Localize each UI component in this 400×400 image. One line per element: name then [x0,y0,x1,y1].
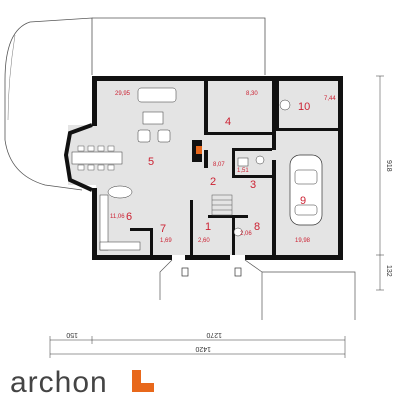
dining-table [71,145,123,171]
room-9-number: 9 [300,195,306,207]
room-5-area: 29,95 [115,91,131,97]
room-2-number: 2 [210,176,216,188]
terrace-outline-inner [92,17,266,75]
room-3-number: 3 [250,179,256,191]
room-8-area: 2,06 [240,231,252,237]
archon-logo: archon [10,366,154,399]
dim-right-upper: 918 [385,160,392,172]
room-1-number: 1 [205,221,211,233]
floor-main [96,80,274,255]
room-10-area: 7,44 [324,96,336,102]
dim-bottom-left: 150 [66,331,78,338]
entry-steps [159,259,356,320]
room-1-area: 2,60 [198,238,210,244]
room-3-area: 1,51 [237,168,249,174]
dimension-lines [49,75,384,358]
car-icon [289,154,323,226]
bathroom-fixtures [233,99,291,237]
room-9-area: 19,98 [295,238,311,244]
room-2-area: 8,07 [213,162,225,168]
room-7-number: 7 [160,223,166,235]
stairs [211,194,233,216]
brand-name: archon [10,366,108,399]
room-5-number: 5 [148,156,154,168]
dim-right-lower: 132 [385,265,392,277]
dim-bottom-mid: 1270 [206,331,222,338]
room-6-number: 6 [126,211,132,223]
living-furniture [137,87,202,154]
room-8-number: 8 [254,221,260,233]
room-4-area: 8,30 [246,91,258,97]
terrace-curve [7,34,16,121]
room-10-number: 10 [298,101,310,113]
kitchen [99,185,141,251]
room-labels: 1 2,60 2 8,07 3 1,51 4 8,30 5 29,95 6 11… [110,91,336,244]
outer-walls [63,76,343,260]
room-4-number: 4 [225,116,231,128]
room-7-area: 1,69 [160,238,172,244]
dim-bottom-total: 1420 [195,345,211,352]
room-6-area: 11,06 [110,214,125,220]
